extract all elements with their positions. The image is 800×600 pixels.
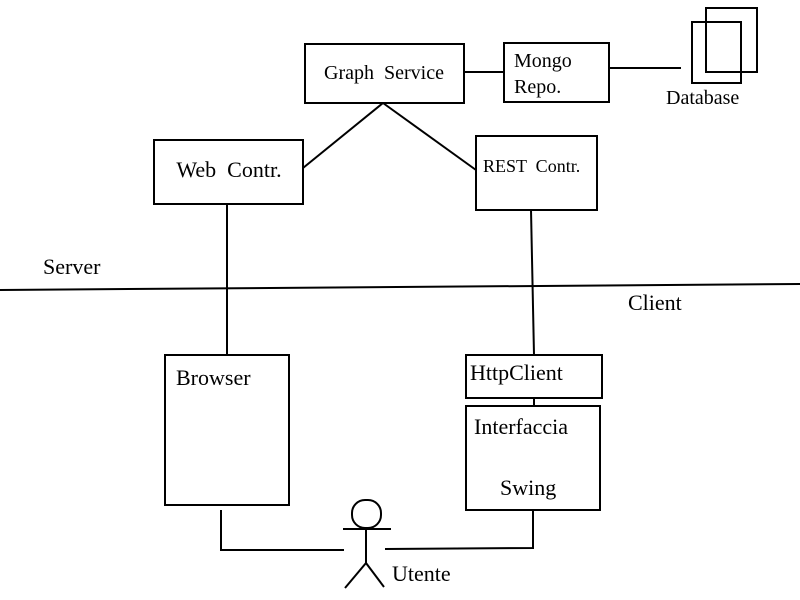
database-icon (691, 7, 758, 84)
client-label: Client (628, 290, 682, 315)
browser-to-user-connector (220, 510, 344, 551)
web-controller-label: Web Contr. (176, 157, 281, 182)
http-client-box (465, 354, 603, 399)
interfaccia-swing-label-line1: Interfaccia (474, 414, 568, 439)
interfaccia-to-user-connector (384, 510, 534, 550)
interfaccia-swing-label-line2: Swing (500, 475, 556, 500)
rest-to-httpclient-connector (530, 209, 535, 356)
server-client-divider (0, 283, 800, 291)
database-label: Database (666, 87, 739, 109)
graph-service-label: Graph Service (324, 62, 444, 84)
user-label: Utente (392, 561, 451, 586)
http-client-label: HttpClient (470, 360, 563, 385)
mongo-repo-label-line1: Mongo (514, 50, 572, 72)
browser-box (164, 354, 290, 506)
server-label: Server (43, 254, 101, 279)
browser-label: Browser (176, 365, 251, 390)
mongo-repo-box (503, 42, 610, 103)
web-controller-box (153, 139, 304, 205)
graph-service-box (304, 43, 465, 104)
rest-controller-box (475, 135, 598, 211)
rest-controller-label: REST Contr. (483, 156, 580, 176)
user-stick-figure-icon (343, 499, 391, 589)
mongo-repo-label-line2: Repo. (514, 76, 561, 98)
interfaccia-swing-box (465, 405, 601, 511)
graph-to-web-connector (302, 102, 384, 169)
graph-to-rest-connector (382, 102, 477, 171)
